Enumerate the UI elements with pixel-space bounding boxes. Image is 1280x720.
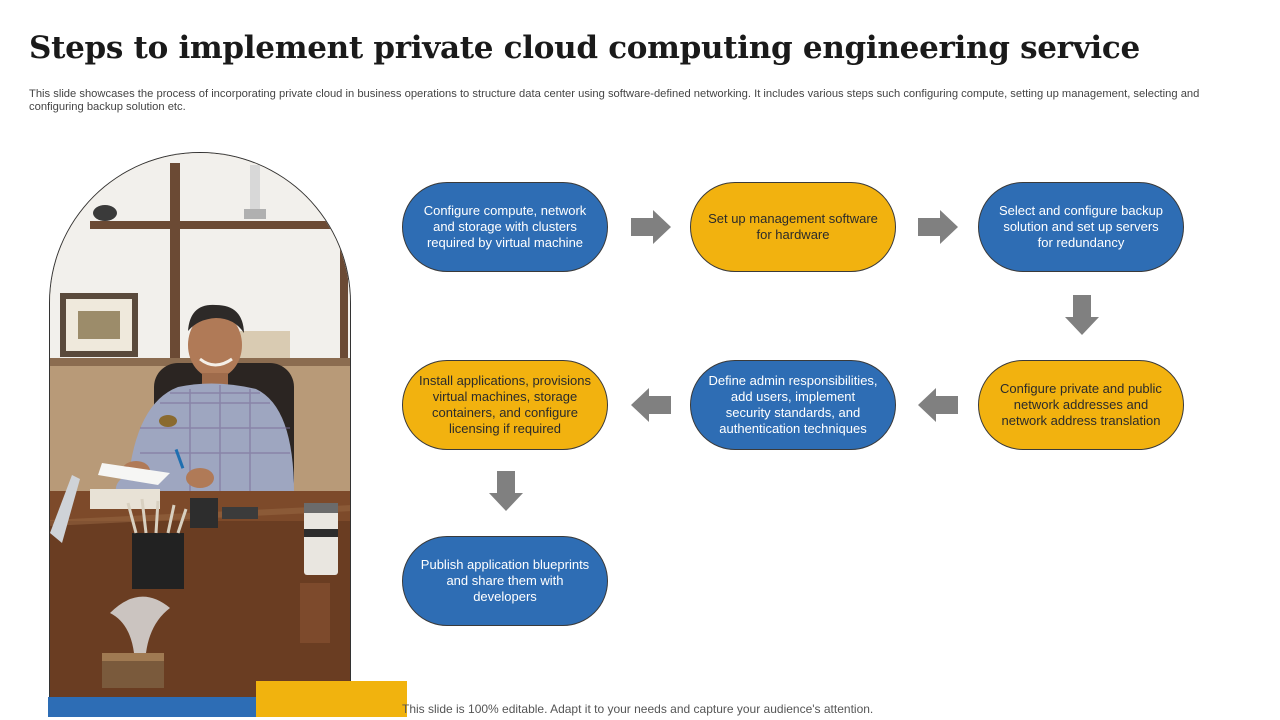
page-subtitle: This slide showcases the process of inco… bbox=[29, 88, 1200, 113]
accent-bar-blue bbox=[48, 697, 256, 717]
step-2-text: Set up management software for hardware bbox=[708, 211, 878, 242]
step-1-text: Configure compute, network and storage w… bbox=[423, 203, 587, 250]
footer-note: This slide is 100% editable. Adapt it to… bbox=[402, 702, 874, 716]
accent-bar-yellow bbox=[256, 681, 407, 717]
step-7-text: Publish application blueprints and share… bbox=[420, 557, 590, 604]
step-6-install-applications: Install applications, provisions virtual… bbox=[402, 360, 608, 450]
step-4-network-addresses: Configure private and public network add… bbox=[978, 360, 1184, 450]
step-1-configure-compute: Configure compute, network and storage w… bbox=[402, 182, 608, 272]
left-arrow-icon bbox=[631, 388, 671, 422]
office-photo-illustration bbox=[50, 153, 350, 700]
left-arrow-icon bbox=[918, 388, 958, 422]
right-arrow-icon bbox=[918, 210, 958, 244]
step-6-text: Install applications, provisions virtual… bbox=[419, 373, 591, 436]
step-5-text: Define admin responsibilities, add users… bbox=[708, 373, 878, 436]
step-3-text: Select and configure backup solution and… bbox=[998, 203, 1164, 250]
page-title: Steps to implement private cloud computi… bbox=[29, 30, 1140, 66]
step-3-backup-solution: Select and configure backup solution and… bbox=[978, 182, 1184, 272]
step-2-management-software: Set up management software for hardware bbox=[690, 182, 896, 272]
step-4-text: Configure private and public network add… bbox=[1000, 381, 1162, 428]
down-arrow-icon bbox=[489, 471, 523, 511]
step-7-publish-blueprints: Publish application blueprints and share… bbox=[402, 536, 608, 626]
step-5-admin-responsibilities: Define admin responsibilities, add users… bbox=[690, 360, 896, 450]
right-arrow-icon bbox=[631, 210, 671, 244]
office-photo bbox=[49, 152, 351, 700]
down-arrow-icon bbox=[1065, 295, 1099, 335]
